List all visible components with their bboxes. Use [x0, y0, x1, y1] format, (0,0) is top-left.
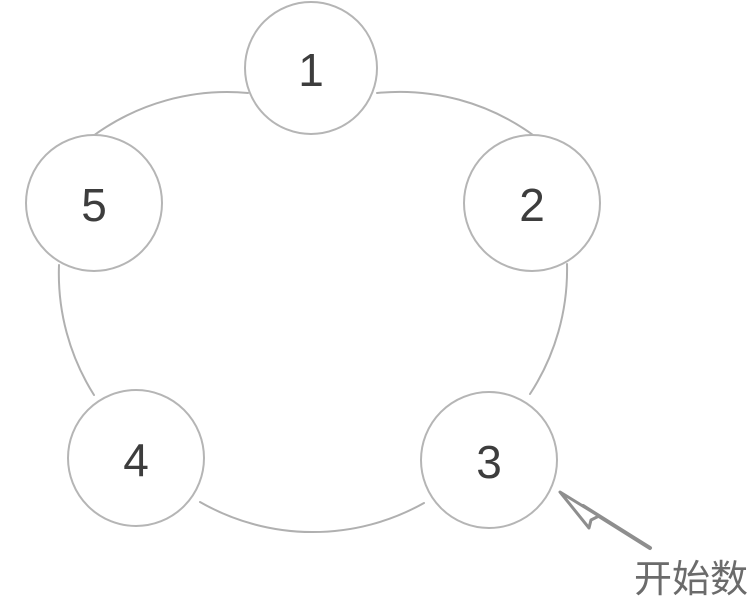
start-annotation-arrow — [558, 490, 652, 550]
arrow-head-icon — [558, 490, 601, 530]
node-3[interactable]: 3 — [420, 391, 558, 529]
node-4[interactable]: 4 — [67, 389, 205, 527]
node-2-circle[interactable] — [463, 134, 601, 272]
ring-edges — [57, 90, 569, 533]
node-3-circle[interactable] — [420, 391, 558, 529]
node-5-label: 5 — [81, 179, 107, 231]
node-3-label: 3 — [476, 436, 502, 488]
edge-4-to-5 — [57, 264, 95, 396]
node-1-label: 1 — [298, 44, 324, 96]
edge-1-to-2 — [376, 90, 534, 136]
edge-3-to-4 — [199, 501, 425, 533]
node-2-label: 2 — [519, 179, 545, 231]
node-2[interactable]: 2 — [463, 134, 601, 272]
node-1[interactable]: 1 — [244, 1, 378, 135]
edge-2-to-3 — [529, 263, 569, 395]
edge-5-to-1 — [92, 91, 249, 137]
start-annotation-label: 开始数 — [634, 557, 748, 601]
node-1-circle[interactable] — [244, 1, 378, 135]
node-4-circle[interactable] — [67, 389, 205, 527]
node-5-circle[interactable] — [25, 134, 163, 272]
node-4-label: 4 — [123, 434, 149, 486]
node-5[interactable]: 5 — [25, 134, 163, 272]
